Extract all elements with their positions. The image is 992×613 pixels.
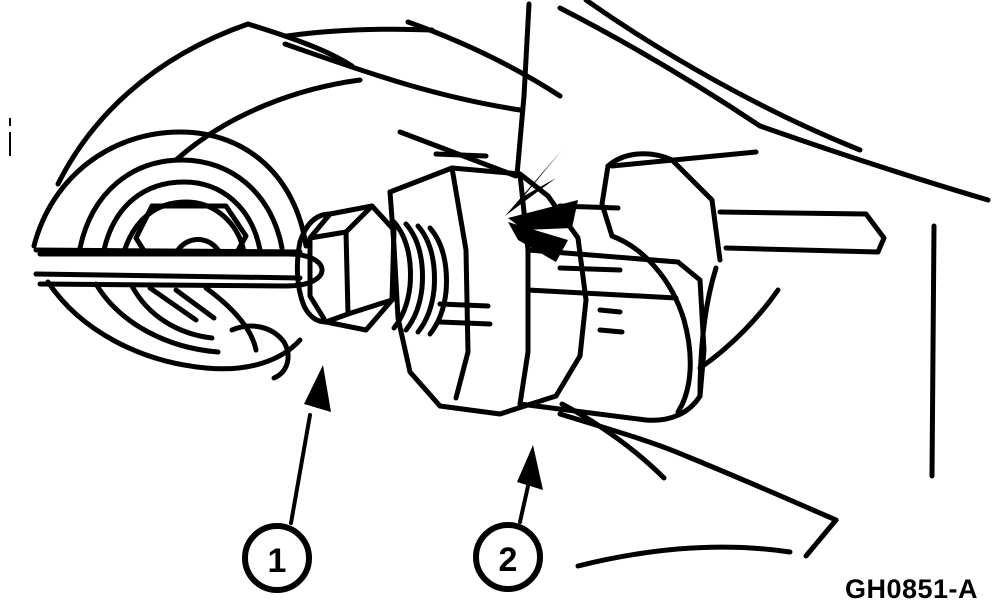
callout-1: 1 [242,523,312,593]
casting-upper-arc-outer [55,21,251,187]
lower-casting-tail [803,517,839,559]
boss-arc-1 [31,129,309,249]
top-leader-line [514,1,532,178]
lower-boss-arc-4 [203,337,303,372]
lower-boss-top-line [33,271,303,281]
callout-1-circle [242,523,312,593]
bracket-diagonal [669,157,723,263]
boss-inner-arc [175,237,221,253]
flat-tick-4 [557,265,623,273]
wedge-arrow-lower [508,222,568,262]
casting-rib-left [173,77,363,163]
thread-arc-1 [391,219,413,331]
hex-nut-outline [307,203,397,333]
hex-nut-back-top [297,211,333,245]
callout-1-arrowhead [304,365,331,412]
sensor-hex-bottom-left [395,315,443,409]
sensor-hex-left [387,189,401,321]
callout-2-label: 2 [499,541,518,579]
sensor-hex-top-left [387,165,551,199]
bracket-lower-curve [609,233,693,415]
boss-hex-top [149,203,249,257]
boss-arc-2 [77,157,285,251]
casting-upper-arc-inner [282,41,523,113]
barrel-mid-edge [525,287,679,301]
barrel-bottom-edge [517,393,703,423]
sensor-hex-right [553,297,589,399]
callout-1-leader-line [289,413,312,525]
bracket-fillet [697,287,781,371]
lower-boss-arc-1 [45,279,209,371]
lower-casting-fillet [559,401,667,481]
lower-boss-facet-c [203,285,259,353]
lower-casting-bottom-arc [575,544,793,569]
lower-boss-arc-2 [93,281,221,355]
bracket-left-edge [599,163,615,239]
flat-tick-2 [437,319,493,327]
bracket-top-line [609,149,759,169]
sensor-hex-bottom [437,393,559,417]
housing-outline-group [31,0,991,569]
flat-tick-1 [437,301,491,309]
vertical-edge-right [929,223,937,479]
arrow-cluster [505,150,578,262]
callout-2-leader-line [518,484,530,524]
wedge-arrow-upper [505,150,562,216]
hex-nut-back-edge [294,239,307,309]
casting-rib-right [557,5,763,129]
callout-2-arrowhead [517,445,543,490]
lower-boss-roller [229,323,291,381]
bracket-arm [717,209,887,255]
bracket-inner-edge [697,265,719,399]
boss-hex-left [133,203,155,257]
lower-boss-facet-a [147,285,199,323]
callout-1-label: 1 [268,542,287,580]
wedge-arrow-middle [508,200,578,230]
thread-arc-3 [415,223,437,335]
casting-ridge-top [284,26,435,39]
figure-code-label: GH0851-A [844,574,978,604]
sensor-hex-front-fold [449,165,471,401]
casting-edge-upper-right [583,0,863,153]
hex-nut-facet-lower [345,297,395,317]
thread-arc-2 [403,221,425,333]
casting-edge-far-right [757,123,991,203]
rod-bottom-edge [37,281,289,289]
rod-end-cap [283,251,325,289]
hex-nut-facet-front [323,229,351,325]
flat-tick-5 [597,307,623,315]
hex-nut-back-bottom [301,303,329,325]
lower-boss-arc-3 [129,283,215,341]
lower-boss-facet-b [173,287,217,321]
bracket-top-curve [605,151,675,169]
callout-2-circle [473,522,543,592]
thread-arc-4 [427,225,449,337]
boss-arc-3 [101,179,263,253]
top-leader-branch [397,129,519,179]
flat-tick-6 [597,327,625,335]
boss-arc-4 [121,199,247,255]
casting-rib-center [405,19,563,99]
callout-2: 2 [473,522,543,592]
casting-upper-arc-link [245,21,355,69]
sensor-hex-rear-fold [517,171,531,407]
